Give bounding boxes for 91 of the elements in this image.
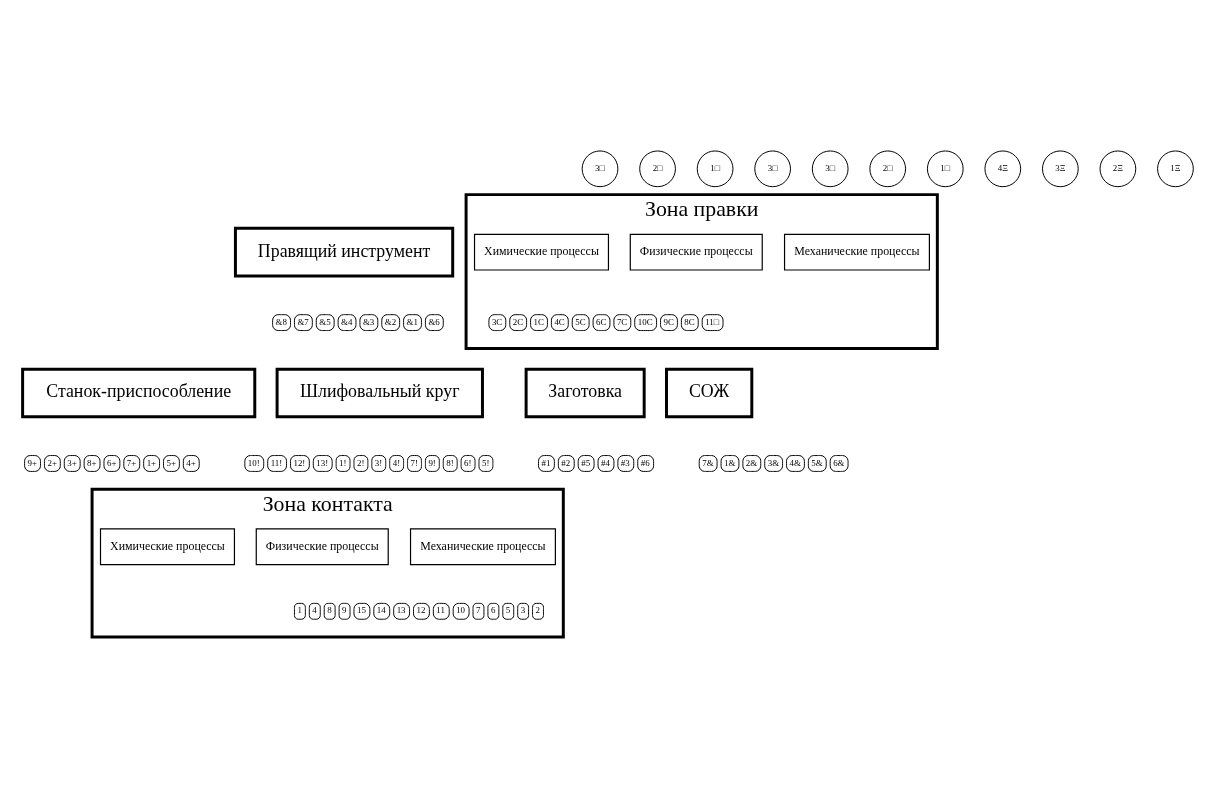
node-label: #6 <box>640 457 650 468</box>
node-box: Физические процессы <box>629 233 763 271</box>
node-label: #4 <box>601 457 610 468</box>
node-label: 7& <box>702 457 714 468</box>
node-label: 5! <box>481 457 490 468</box>
node-label: 8C <box>684 316 695 327</box>
node-label: 8! <box>446 457 454 468</box>
node-label: 9C <box>663 316 674 327</box>
node-box: Физические процессы <box>255 528 389 566</box>
node-label: #3 <box>620 457 630 468</box>
node-label: 3& <box>767 457 780 468</box>
node-label: 12! <box>293 457 306 468</box>
node-box: Химические процессы <box>99 528 236 566</box>
node-label: 6C <box>596 316 607 327</box>
label: 3□ <box>595 163 605 174</box>
node-label: 10C <box>637 316 653 327</box>
node-label: 6+ <box>106 457 117 468</box>
label: 2□ <box>882 163 893 174</box>
node-label: 8 <box>327 605 332 616</box>
node-label: 2! <box>356 457 365 468</box>
node-label: 10 <box>456 605 466 616</box>
node-label: 2C <box>512 316 524 327</box>
node-box: Шлифовальный круг <box>275 367 484 419</box>
node-label: 8+ <box>87 457 97 468</box>
node-label: #2 <box>561 457 571 468</box>
node-label: 9 <box>342 605 347 616</box>
node-label: 14 <box>376 605 386 616</box>
label: 1Ξ <box>1170 163 1181 174</box>
node-box: Химические процессы <box>473 233 610 271</box>
node-label: 5& <box>811 457 823 468</box>
node-label: &8 <box>275 316 287 327</box>
node-label: 2 <box>535 605 540 616</box>
node-label: 4! <box>392 457 401 468</box>
node-label: 3 <box>520 605 526 616</box>
node-label: #1 <box>541 457 551 468</box>
node-label: 6& <box>833 457 845 468</box>
node-label: 6 <box>490 605 496 616</box>
node-label: 13! <box>316 457 329 468</box>
label: 1□ <box>940 163 951 174</box>
label: 3Ξ <box>1055 163 1066 174</box>
node-label: 15 <box>356 605 366 616</box>
node-label: 11! <box>270 457 283 468</box>
node-label: &2 <box>384 316 397 327</box>
node-label: 7C <box>616 316 628 327</box>
node-label: 11□ <box>705 316 720 327</box>
node-label: &3 <box>362 316 375 327</box>
node-label: 3+ <box>67 457 77 468</box>
node-label: 2& <box>745 457 758 468</box>
node-label: 9+ <box>27 457 38 468</box>
node-box: Механические процессы <box>409 528 556 566</box>
label: 3□ <box>825 163 836 174</box>
node-label: 2+ <box>47 457 57 468</box>
node-label: 1& <box>724 457 736 468</box>
node-box: Механические процессы <box>783 233 930 271</box>
node-box: СОЖ <box>665 367 754 419</box>
node-label: 7 <box>476 605 481 616</box>
node-label: &5 <box>319 316 331 327</box>
node-label: #5 <box>581 457 591 468</box>
node-label: 7! <box>410 457 418 468</box>
node-label: 4C <box>554 316 565 327</box>
node-box: Станок-приспособление <box>21 367 257 419</box>
node-label: 10! <box>247 457 260 468</box>
node-label: 3C <box>491 316 503 327</box>
node-label: 4+ <box>186 457 196 468</box>
label: 1□ <box>710 163 721 174</box>
node-box: Правящий инструмент <box>233 226 455 278</box>
node-label: 4 <box>312 605 317 616</box>
node-label: &7 <box>297 316 309 327</box>
label: 2Ξ <box>1112 163 1123 174</box>
label: 4Ξ <box>997 163 1008 174</box>
node-label: 1! <box>339 457 347 468</box>
node-label: &4 <box>341 316 353 327</box>
label: 3□ <box>767 163 778 174</box>
label: 2□ <box>652 163 663 174</box>
node-label: 3! <box>374 457 383 468</box>
node-label: 5 <box>505 605 511 616</box>
node-label: 1C <box>533 316 544 327</box>
node-label: 4& <box>789 457 801 468</box>
node-label: 7+ <box>126 457 137 468</box>
node-label: 9! <box>428 457 436 468</box>
node-label: &1 <box>406 316 418 327</box>
node-label: 5+ <box>166 457 176 468</box>
node-label: 1 <box>297 605 302 616</box>
node-label: 1+ <box>146 457 157 468</box>
node-label: &6 <box>428 316 440 327</box>
node-label: 12 <box>416 605 426 616</box>
node-label: 13 <box>396 605 406 616</box>
node-box: Заготовка <box>524 367 646 419</box>
node-label: 6! <box>464 457 472 468</box>
node-label: 5C <box>575 316 586 327</box>
node-label: 11 <box>436 605 445 616</box>
